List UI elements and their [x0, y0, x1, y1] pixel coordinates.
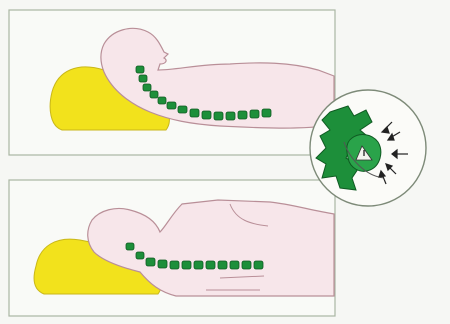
- vertebra: [254, 261, 263, 269]
- vertebra: [158, 260, 167, 268]
- vertebra: [262, 109, 271, 117]
- vertebra: [158, 97, 166, 104]
- vertebra: [230, 261, 239, 269]
- vertebra: [136, 66, 144, 73]
- vertebra: [178, 106, 187, 113]
- vertebra: [190, 109, 199, 117]
- vertebra: [182, 261, 191, 269]
- vertebra: [226, 112, 235, 120]
- vertebra: [242, 261, 251, 269]
- vertebra: [214, 112, 223, 120]
- vertebra: [238, 111, 247, 119]
- vertebra: [146, 258, 155, 266]
- vertebra: [170, 261, 179, 269]
- vertebra: [218, 261, 227, 269]
- panel-top: [9, 10, 335, 155]
- vertebra: [150, 91, 158, 98]
- vertebra: [202, 111, 211, 119]
- vertebra: [206, 261, 215, 269]
- vertebra: [136, 252, 144, 259]
- vertebra: [194, 261, 203, 269]
- vertebra: [250, 110, 259, 118]
- vertebra: [139, 75, 147, 82]
- vertebra: [143, 84, 151, 91]
- vertebra-inset: [310, 90, 426, 206]
- vertebra: [167, 102, 176, 109]
- panel-bottom: [9, 180, 335, 316]
- vertebra: [126, 243, 134, 250]
